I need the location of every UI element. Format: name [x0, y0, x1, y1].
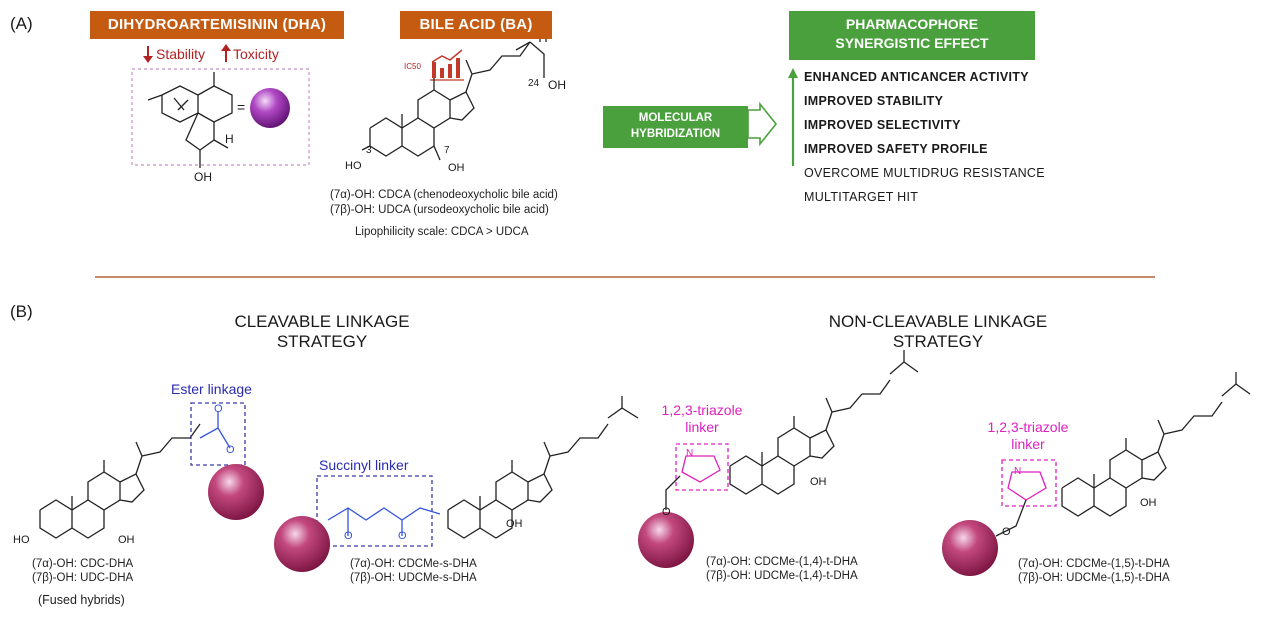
fused-caption-3: (Fused hybrids) [38, 593, 125, 607]
equals-sign: = [237, 99, 246, 115]
synergy-item: IMPROVED SELECTIVITY [804, 118, 961, 132]
triazole-14-label: 1,2,3-triazole linker [652, 402, 752, 436]
ba-caption-3: Lipophilicity scale: CDCA > UDCA [355, 226, 529, 238]
ester-linkage-label: Ester linkage [171, 381, 252, 397]
ba-oh-label: OH [548, 78, 566, 92]
toxicity-label: Toxicity [233, 46, 279, 62]
dha-badge: DIHYDROARTEMISININ (DHA) [90, 11, 344, 39]
fused-oh-label: OH [118, 534, 135, 546]
triazole-15-o-label: O [1002, 526, 1011, 538]
triazole-15-dha-sphere-icon [942, 520, 998, 576]
ba-caption-2: (7β)-OH: UDCA (ursodeoxycholic bile acid… [330, 204, 549, 216]
triazole-15-caption-1: (7α)-OH: CDCMe-(1,5)-t-DHA [1018, 558, 1170, 570]
synergy-item: ENHANCED ANTICANCER ACTIVITY [804, 70, 1029, 84]
synergy-item: IMPROVED SAFETY PROFILE [804, 142, 988, 156]
succinyl-o2-label: O [398, 530, 407, 542]
panel-a-label: (A) [10, 14, 33, 33]
triazole-15-oh-label: OH [1140, 497, 1157, 509]
c24-label: 24 [528, 78, 540, 89]
dha-structure [147, 72, 233, 168]
triazole-15-label-line-1: 1,2,3-triazole [987, 419, 1069, 435]
succinyl-o-label: O [344, 530, 353, 542]
triazole-15-caption-2: (7β)-OH: UDCMe-(1,5)-t-DHA [1018, 572, 1170, 584]
synergy-badge: PHARMACOPHORE SYNERGISTIC EFFECT [789, 11, 1035, 60]
succinyl-dha-sphere-icon [274, 516, 330, 572]
dha-sphere-icon [250, 88, 290, 128]
succinyl-oh-label: OH [506, 518, 523, 530]
dha-h-label: H [225, 132, 234, 146]
ester-o2-label: O [226, 444, 235, 456]
triazole-15-n-label: N [1014, 466, 1022, 477]
succinyl-caption-2: (7β)-OH: UDCMe-s-DHA [350, 572, 477, 584]
stability-label: Stability [156, 46, 206, 62]
dha-oh-label: OH [194, 170, 212, 184]
synergy-line-1: PHARMACOPHORE [845, 16, 979, 32]
triazole-14-dha-sphere-icon [638, 512, 694, 568]
ester-o-label: O [214, 403, 223, 415]
triazole-14-o-label: O [662, 506, 671, 518]
panel-b-label: (B) [10, 302, 33, 321]
ester-linkage-box [190, 402, 246, 466]
succinyl-caption-1: (7α)-OH: CDCMe-s-DHA [350, 558, 477, 570]
dha-dashed-box [131, 68, 310, 166]
fused-ho-label: HO [13, 534, 30, 546]
fused-caption-2: (7β)-OH: UDC-DHA [32, 572, 134, 584]
hybridization-line-2: HYBRIDIZATION [630, 128, 721, 140]
triazole-15-box [1001, 459, 1057, 507]
ba-caption-1: (7α)-OH: CDCA (chenodeoxycholic bile aci… [330, 189, 558, 201]
triazole-14-caption-2: (7β)-OH: UDCMe-(1,4)-t-DHA [706, 570, 858, 582]
triazole-14-n-label: N [686, 448, 694, 459]
stability-down-arrow-icon [143, 46, 153, 63]
c7-label: 7 [444, 145, 450, 156]
synergy-list: ENHANCED ANTICANCER ACTIVITY IMPROVED ST… [804, 65, 1045, 209]
noncleavable-heading-line-1: NON-CLEAVABLE LINKAGE [828, 312, 1048, 331]
triazole-14-caption-1: (7α)-OH: CDCMe-(1,4)-t-DHA [706, 556, 858, 568]
cleavable-heading-line-2: STRATEGY [276, 332, 368, 351]
noncleavable-heading: NON-CLEAVABLE LINKAGE STRATEGY [798, 312, 1078, 352]
hybridization-arrow-icon [747, 101, 778, 147]
cleavable-heading-line-1: CLEAVABLE LINKAGE [234, 312, 410, 331]
ba-oh7-label: OH [448, 162, 465, 174]
toxicity-up-arrow-icon [221, 44, 231, 62]
synergy-item: MULTITARGET HIT [804, 190, 919, 204]
triazole-15-label: 1,2,3-triazole linker [978, 419, 1078, 453]
triazole-15-label-line-2: linker [1011, 436, 1045, 452]
hybridization-line-1: MOLECULAR [638, 112, 713, 124]
succinyl-linker-label: Succinyl linker [319, 457, 409, 473]
synergy-line-2: SYNERGISTIC EFFECT [835, 35, 989, 51]
synergy-item: IMPROVED STABILITY [804, 94, 944, 108]
triazole-14-label-line-1: 1,2,3-triazole [661, 402, 743, 418]
ic50-chart-icon [430, 49, 464, 81]
fused-caption-1: (7α)-OH: CDC-DHA [32, 558, 134, 570]
synergy-item: OVERCOME MULTIDRUG RESISTANCE [804, 166, 1045, 180]
fused-hybrid-structure [39, 423, 201, 539]
triazole-14-label-line-2: linker [685, 419, 719, 435]
succinyl-hybrid-structure [447, 423, 609, 539]
bile-acid-badge: BILE ACID (BA) [400, 11, 552, 39]
triazole-14-oh-label: OH [810, 476, 827, 488]
ic50-label: IC50 [404, 62, 421, 71]
noncleavable-heading-line-2: STRATEGY [892, 332, 984, 351]
fused-dha-sphere-icon [208, 464, 264, 520]
cleavable-heading: CLEAVABLE LINKAGE STRATEGY [192, 312, 452, 352]
ba-ho-label: HO [345, 160, 362, 172]
molecular-hybridization-box: MOLECULAR HYBRIDIZATION [603, 106, 748, 148]
c3-label: 3 [366, 145, 372, 156]
synergy-up-arrow-icon [788, 68, 798, 166]
